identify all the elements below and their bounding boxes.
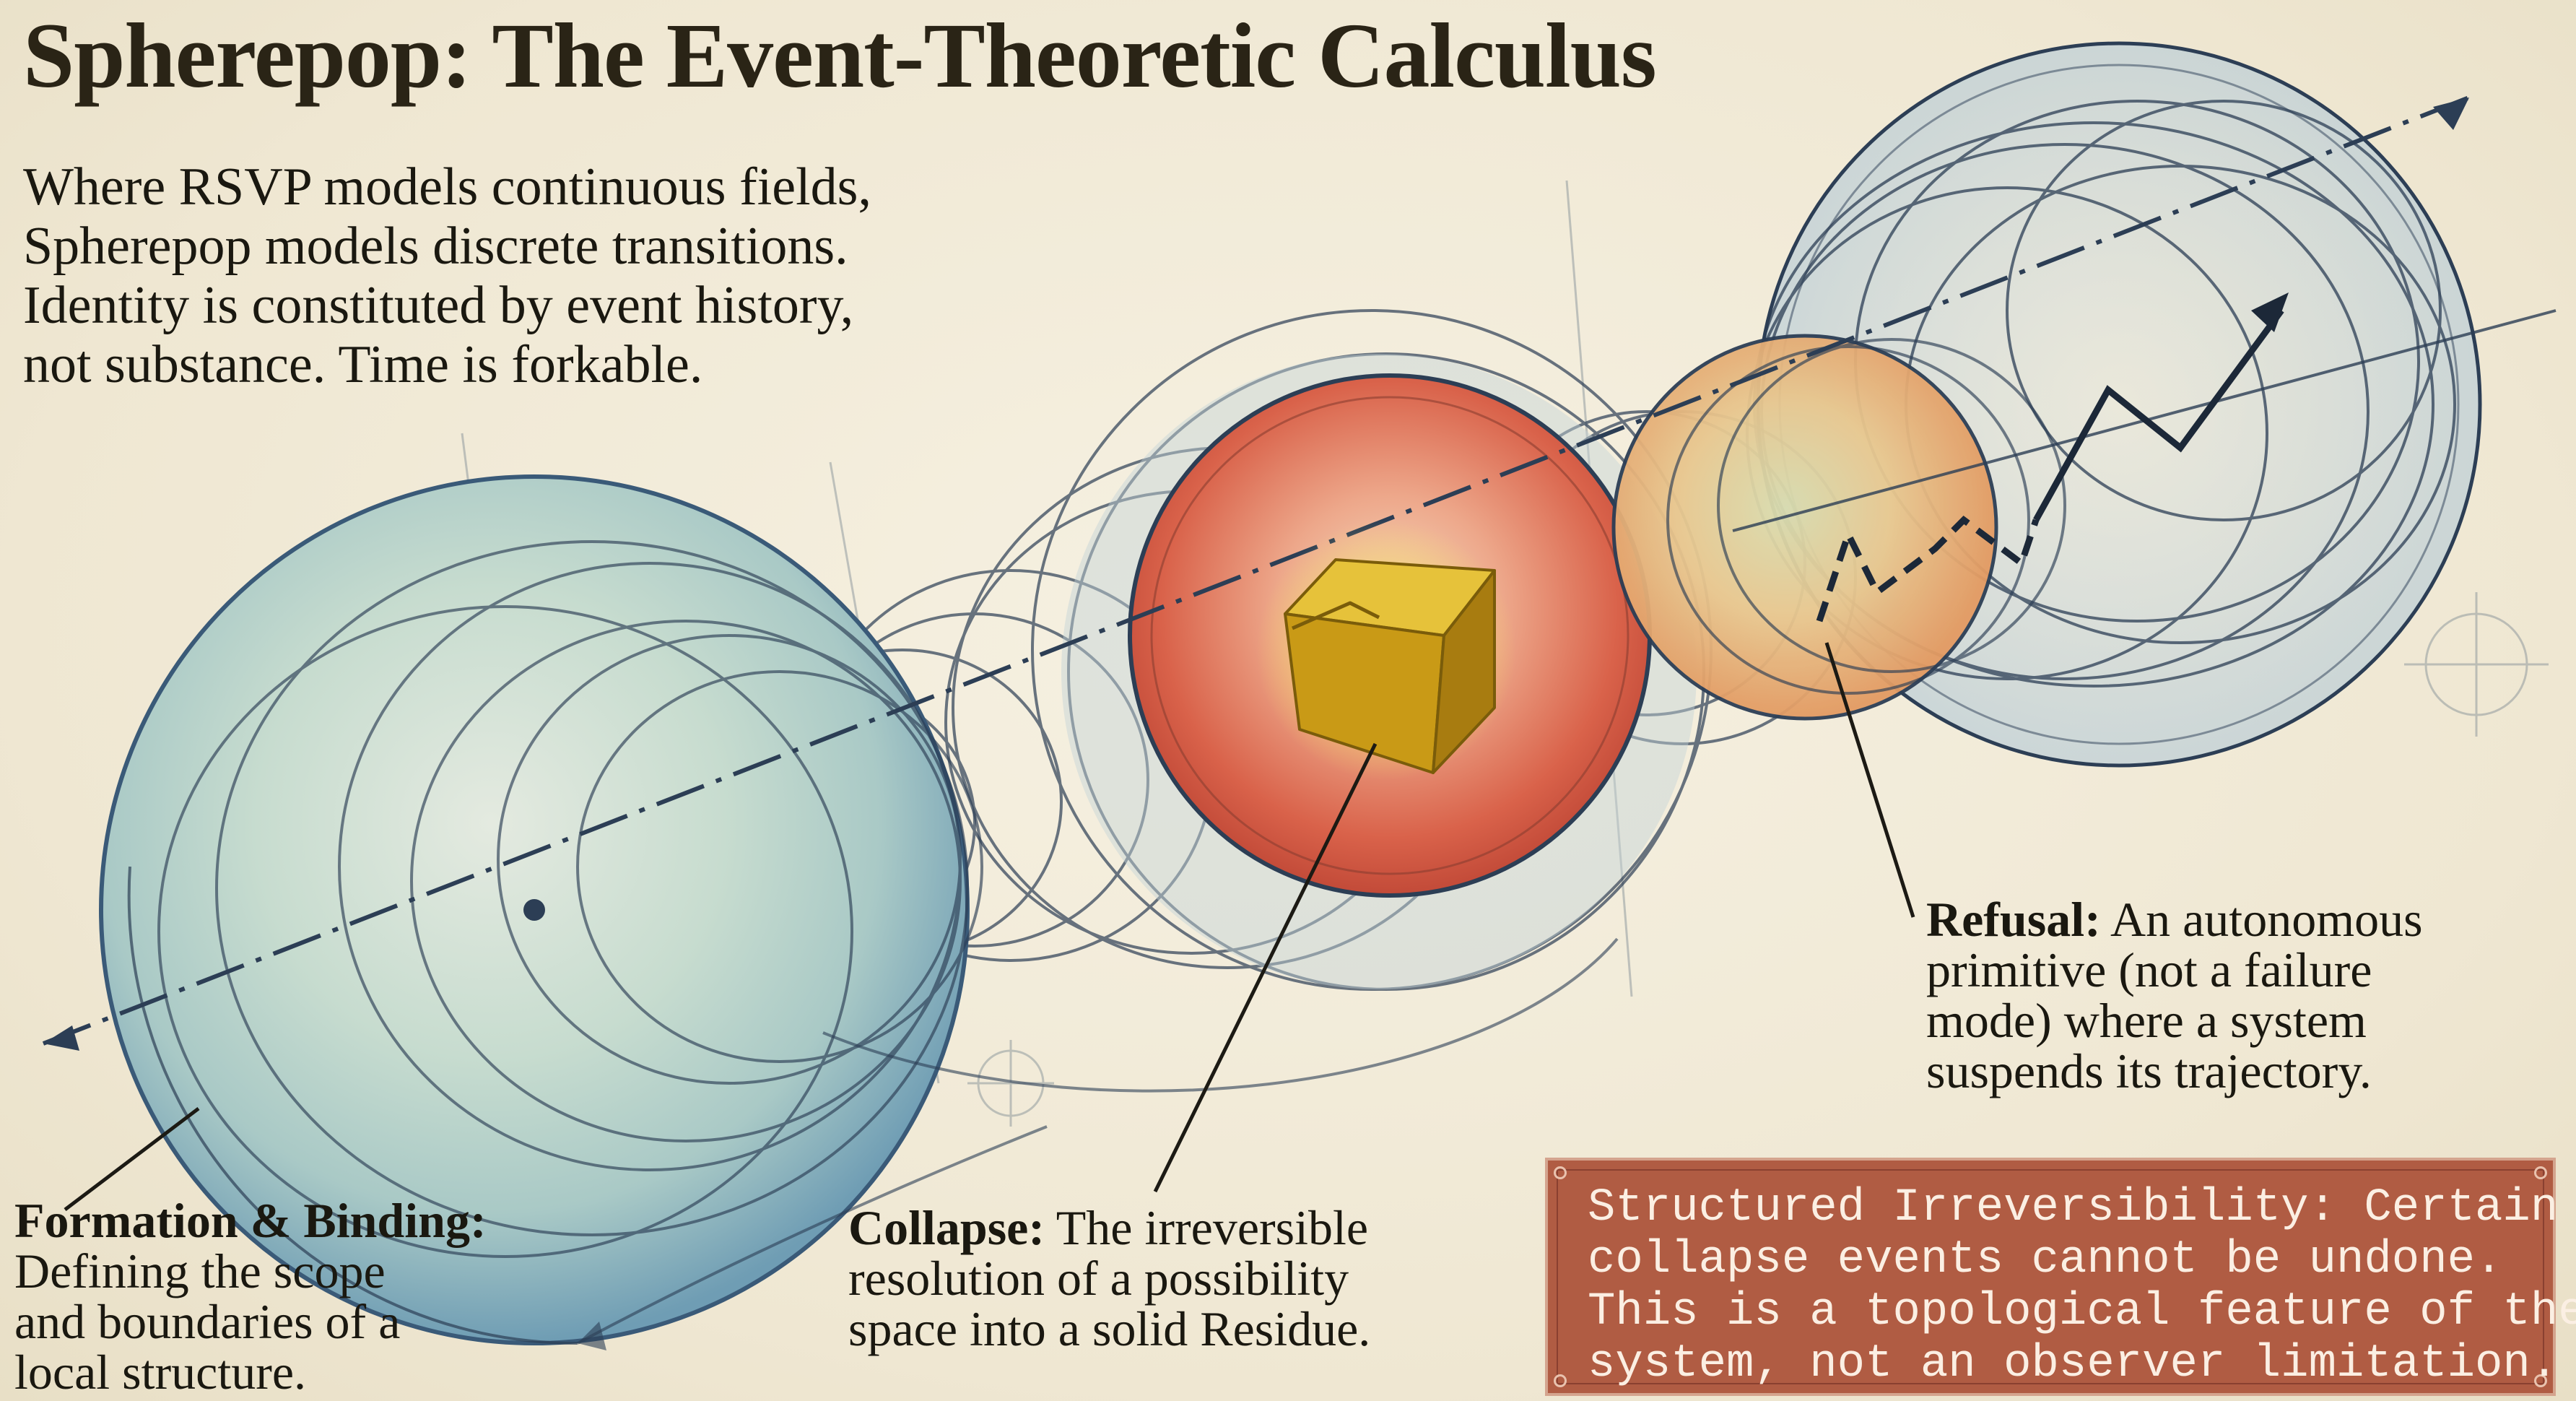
note-line: collapse events cannot be undone.: [1588, 1234, 2503, 1286]
intro-line: not substance. Time is forkable.: [23, 335, 703, 394]
corner-ornament-icon: [2534, 1166, 2547, 1179]
intro-text: Where RSVP models continuous fields, Sph…: [23, 157, 1034, 394]
note-line: system, not an observer limitation.: [1588, 1338, 2559, 1390]
irreversibility-note-box: Structured Irreversibility: Certain coll…: [1545, 1158, 2576, 1396]
refusal-callout: Refusal: An autonomous primitive (not a …: [1926, 894, 2423, 1096]
corner-ornament-icon: [2534, 1374, 2547, 1387]
intro-line: Spherepop models discrete transitions.: [23, 217, 848, 276]
note-line: This is a topological feature of the: [1588, 1286, 2576, 1338]
refusal-line-rest: An autonomous: [2100, 892, 2423, 947]
refusal-heading: Refusal:: [1926, 892, 2101, 947]
note-line: Structured Irreversibility: Certain: [1588, 1182, 2559, 1234]
refusal-line: primitive (not a failure: [1926, 942, 2372, 997]
refusal-line: suspends its trajectory.: [1926, 1044, 2372, 1098]
note-text: Structured Irreversibility: Certain coll…: [1588, 1182, 2576, 1390]
corner-ornament-icon: [1554, 1166, 1567, 1179]
refusal-line: mode) where a system: [1926, 993, 2367, 1048]
formation-heading: Formation & Binding:: [14, 1193, 487, 1248]
intro-line: Where RSVP models continuous fields,: [23, 157, 871, 217]
collapse-line: resolution of a possibility: [848, 1251, 1349, 1306]
intro-line: Identity is constituted by event history…: [23, 276, 854, 335]
formation-line: local structure.: [14, 1345, 307, 1400]
collapse-heading: Collapse:: [848, 1200, 1045, 1255]
formation-callout: Formation & Binding: Defining the scope …: [14, 1195, 487, 1397]
formation-line: Defining the scope: [14, 1244, 386, 1298]
page-title: Spherepop: The Event-Theoretic Calculus: [23, 4, 1657, 107]
collapse-line: space into a solid Residue.: [848, 1301, 1371, 1356]
corner-ornament-icon: [1554, 1374, 1567, 1387]
formation-line: and boundaries of a: [14, 1294, 401, 1349]
collapse-line-rest: The irreversible: [1045, 1200, 1369, 1255]
collapse-callout: Collapse: The irreversible resolution of…: [848, 1202, 1370, 1354]
